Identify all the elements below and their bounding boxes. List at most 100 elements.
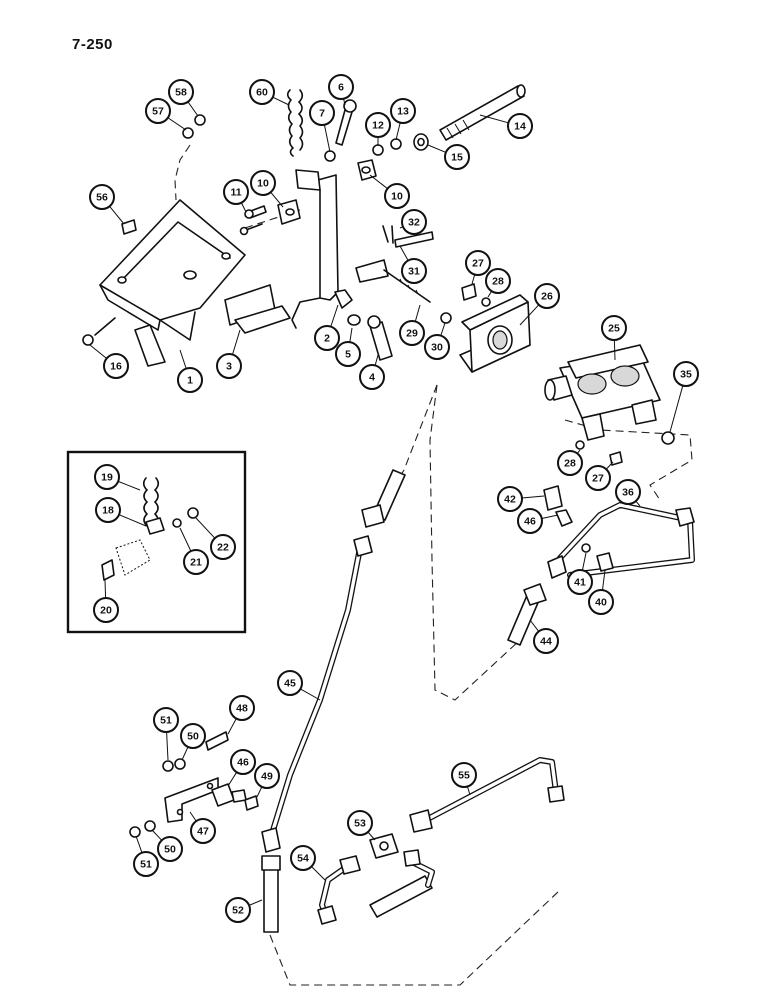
- leader-line-44: [529, 619, 540, 632]
- callout-label: 3: [226, 361, 232, 373]
- callout-label: 6: [338, 82, 344, 94]
- callout-label: 13: [397, 106, 409, 118]
- callout-label: 11: [230, 187, 241, 199]
- leader-line-28: [487, 290, 493, 298]
- leader-line-46: [227, 771, 238, 787]
- inset-detail-box: [66, 450, 247, 634]
- callout-circle: [401, 209, 427, 235]
- leader-line-22: [195, 517, 216, 539]
- leader-line-46: [541, 514, 559, 519]
- callout-label: 1: [187, 375, 193, 387]
- callout-label: 44: [540, 636, 552, 648]
- leader-line-16: [89, 344, 107, 359]
- callout-label: 20: [100, 605, 112, 617]
- callout-44: 44: [533, 628, 559, 654]
- callout-bubbles: 1234567101011121314151618192021222526272…: [89, 74, 699, 923]
- leader-line-29: [414, 304, 421, 322]
- callout-label: 56: [96, 192, 108, 204]
- callout-60: 60: [249, 79, 275, 105]
- callout-circle: [290, 845, 316, 871]
- callout-11: 11: [223, 179, 249, 205]
- mount-block: [459, 283, 531, 373]
- callout-50: 50: [180, 723, 206, 749]
- callout-circle: [177, 367, 203, 393]
- callout-circle: [168, 79, 194, 105]
- callout-42: 42: [497, 486, 523, 512]
- callout-circle: [615, 479, 641, 505]
- callout-label: 28: [492, 276, 504, 288]
- callout-circle: [399, 320, 425, 346]
- callout-circle: [103, 353, 129, 379]
- callout-circle: [485, 268, 511, 294]
- callout-26: 26: [534, 283, 560, 309]
- callout-27: 27: [585, 465, 611, 491]
- callout-label: 60: [256, 87, 268, 99]
- callout-label: 30: [431, 342, 443, 354]
- leader-line-51: [135, 835, 143, 853]
- callout-label: 51: [140, 859, 152, 871]
- callout-label: 35: [680, 369, 692, 381]
- tube-bracket: [129, 731, 259, 838]
- callout-6: 6: [328, 74, 354, 100]
- leader-line-10: [369, 174, 388, 190]
- fittings: [507, 485, 614, 646]
- callout-40: 40: [588, 589, 614, 615]
- callout-label: 50: [164, 844, 176, 856]
- callout-4: 4: [359, 364, 385, 390]
- callout-46: 46: [517, 508, 543, 534]
- callout-57: 57: [145, 98, 171, 124]
- callout-label: 40: [595, 597, 607, 609]
- callout-label: 27: [592, 473, 604, 485]
- callout-circle: [157, 836, 183, 862]
- leader-line-56: [109, 205, 125, 225]
- callout-20: 20: [93, 597, 119, 623]
- callout-circle: [401, 258, 427, 284]
- callout-label: 55: [458, 770, 470, 782]
- callout-circle: [588, 589, 614, 615]
- callout-13: 13: [390, 98, 416, 124]
- callout-label: 54: [297, 853, 309, 865]
- callout-circle: [673, 361, 699, 387]
- callout-circle: [534, 283, 560, 309]
- callout-16: 16: [103, 353, 129, 379]
- pivot-hardware: [239, 99, 402, 236]
- callout-label: 42: [504, 494, 516, 506]
- callout-circle: [451, 762, 477, 788]
- leader-line-20: [104, 579, 107, 599]
- callout-label: 31: [408, 266, 420, 278]
- callout-circle: [497, 486, 523, 512]
- callout-label: 58: [175, 87, 187, 99]
- callout-53: 53: [347, 810, 373, 836]
- callout-10: 10: [250, 170, 276, 196]
- callout-47: 47: [190, 818, 216, 844]
- callout-circle: [335, 341, 361, 367]
- callout-25: 25: [601, 315, 627, 341]
- leader-line-25: [613, 339, 616, 361]
- callout-28: 28: [557, 450, 583, 476]
- callout-circle: [424, 334, 450, 360]
- callout-label: 16: [110, 361, 122, 373]
- leader-line-10: [270, 191, 284, 208]
- callout-label: 29: [406, 328, 418, 340]
- callout-label: 25: [608, 323, 620, 335]
- leader-line-4: [374, 354, 379, 366]
- pedal-support-bracket: [99, 199, 246, 367]
- callout-54: 54: [290, 845, 316, 871]
- callout-label: 21: [190, 557, 202, 569]
- leader-line-15: [427, 144, 447, 153]
- callout-label: 5: [345, 349, 351, 361]
- leader-line-27: [605, 461, 614, 470]
- callout-58: 58: [168, 79, 194, 105]
- callout-circle: [210, 534, 236, 560]
- callout-circle: [95, 497, 121, 523]
- callout-label: 4: [369, 372, 375, 384]
- leader-line-2: [330, 304, 339, 327]
- callout-22: 22: [210, 534, 236, 560]
- leader-line-13: [395, 122, 401, 141]
- callout-label: 49: [261, 771, 273, 783]
- callout-56: 56: [89, 184, 115, 210]
- callout-label: 27: [472, 258, 484, 270]
- callout-30: 30: [424, 334, 450, 360]
- callout-circle: [153, 707, 179, 733]
